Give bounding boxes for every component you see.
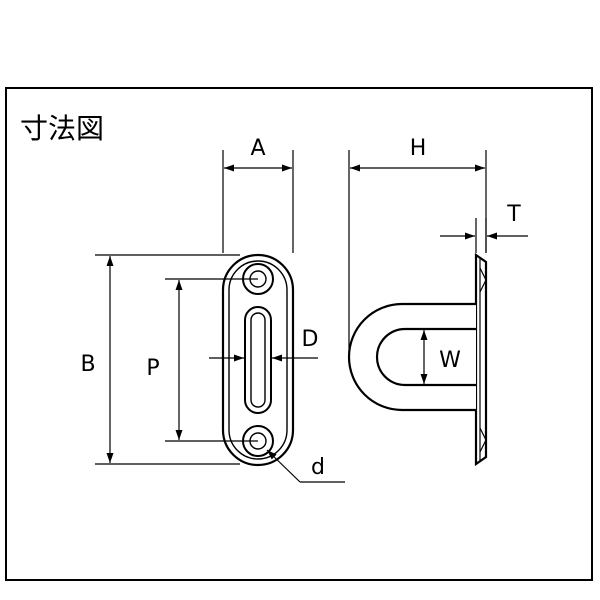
dimension-w: W — [420, 330, 461, 384]
front-view — [221, 253, 295, 467]
label-d-upper: D — [302, 327, 319, 352]
label-t: T — [506, 202, 521, 227]
dimension-a: A — [222, 136, 294, 253]
dimension-p: P — [146, 278, 258, 442]
label-b: B — [80, 352, 95, 377]
plate-inner-outline — [228, 260, 288, 460]
label-w: W — [439, 348, 461, 373]
base-plate — [474, 252, 488, 467]
dimension-hole-d: d — [266, 449, 345, 483]
dimension-b: B — [80, 254, 240, 465]
label-p: P — [146, 356, 159, 381]
drawing-title: 寸法図 — [20, 112, 104, 145]
label-a: A — [250, 136, 265, 161]
center-slot-inner — [250, 312, 266, 408]
dimension-t: T — [440, 202, 528, 253]
label-h: H — [410, 136, 427, 161]
drawing-frame — [5, 87, 593, 581]
center-slot — [244, 306, 272, 414]
dimension-d: D — [209, 327, 319, 362]
eye-loop-inner — [375, 327, 476, 387]
label-d-lower: d — [311, 455, 325, 480]
side-view — [347, 252, 488, 467]
